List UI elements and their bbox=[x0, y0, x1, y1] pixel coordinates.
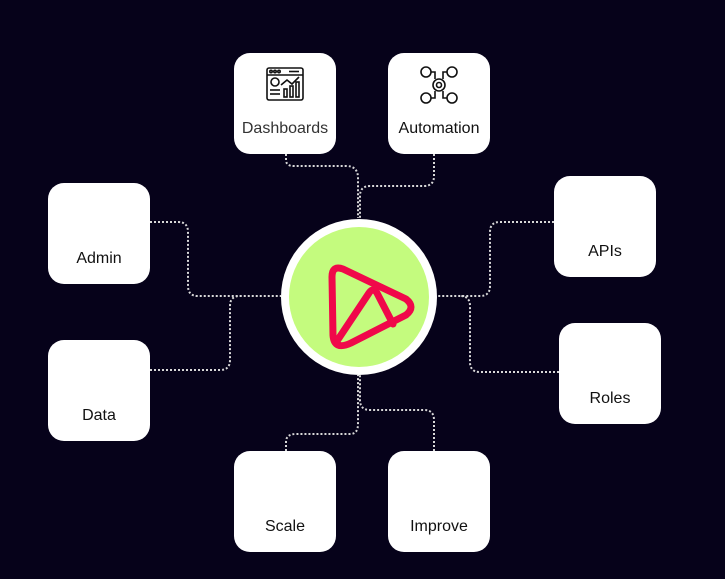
node-scale[interactable]: Scale bbox=[234, 451, 336, 552]
connector-scale bbox=[285, 375, 359, 451]
node-label: Automation bbox=[398, 120, 480, 137]
node-dashboards[interactable]: Dashboards bbox=[234, 53, 336, 154]
connector-data bbox=[150, 295, 241, 371]
play-triangle-logo-icon bbox=[328, 264, 415, 350]
dashboard-chart-icon bbox=[266, 67, 304, 101]
connector-admin bbox=[150, 221, 281, 297]
gear-users-icon bbox=[420, 66, 458, 104]
node-automation[interactable]: Automation bbox=[388, 53, 490, 154]
node-label: Scale bbox=[264, 518, 306, 535]
node-apis[interactable]: APIs bbox=[554, 176, 656, 277]
connector-automation bbox=[359, 154, 435, 218]
connector-dashboards bbox=[285, 154, 359, 218]
node-admin[interactable]: Admin bbox=[48, 183, 150, 284]
central-hub bbox=[281, 219, 437, 375]
node-label: Improve bbox=[410, 518, 468, 535]
node-roles[interactable]: Roles bbox=[559, 323, 661, 424]
connector-improve bbox=[359, 375, 435, 451]
node-label: Data bbox=[82, 407, 116, 424]
node-label: APIs bbox=[588, 243, 622, 260]
node-data[interactable]: Data bbox=[48, 340, 150, 441]
connector-apis bbox=[437, 221, 554, 297]
node-label: Dashboards bbox=[241, 120, 329, 137]
connector-roles bbox=[459, 295, 559, 373]
node-label: Roles bbox=[589, 390, 631, 407]
node-label: Admin bbox=[76, 250, 122, 267]
node-improve[interactable]: Improve bbox=[388, 451, 490, 552]
